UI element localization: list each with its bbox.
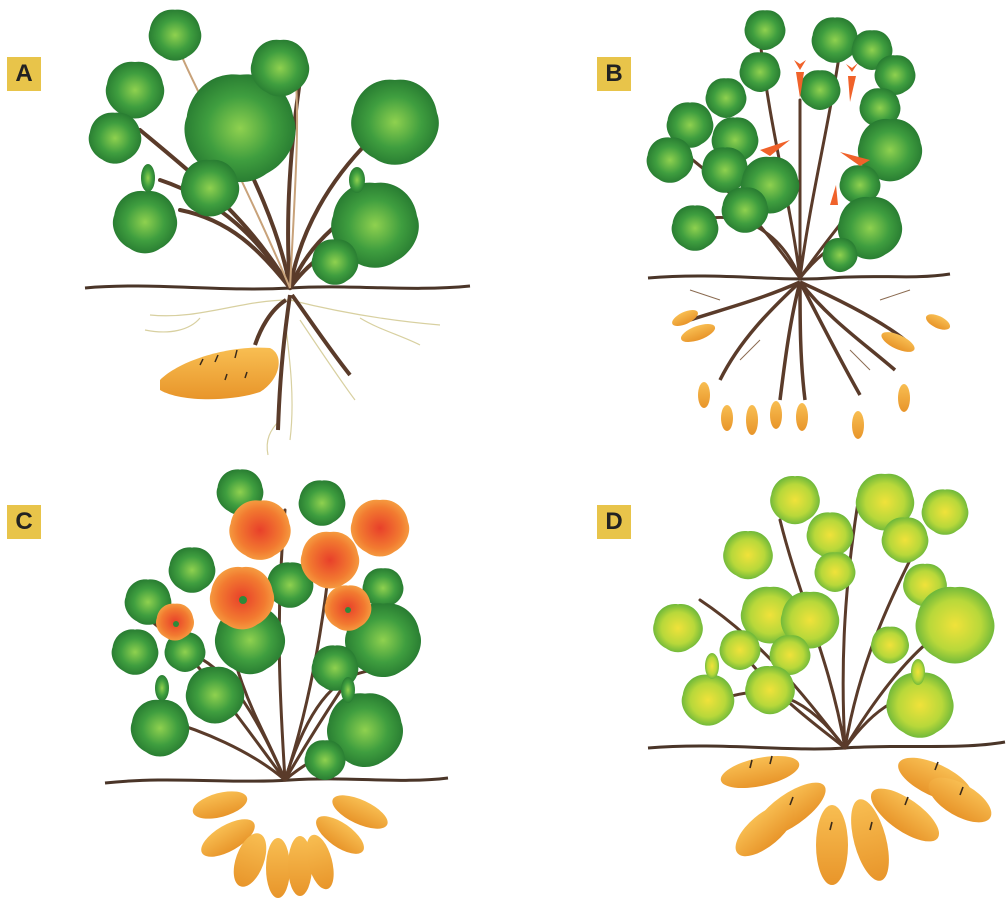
panel-c-plant	[105, 469, 448, 898]
panel-b-plant	[647, 10, 953, 439]
panel-d-plant	[648, 474, 1005, 885]
panel-a-plant	[85, 10, 470, 455]
